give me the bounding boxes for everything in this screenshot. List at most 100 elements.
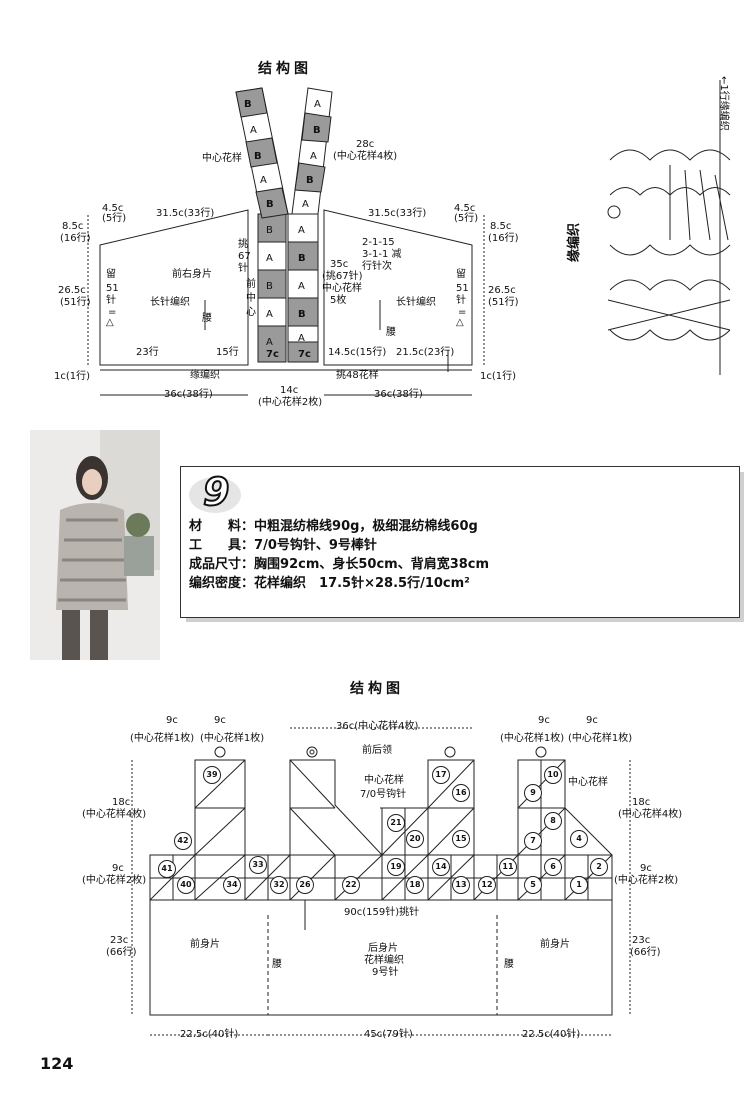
d2-left-h3-sub: (66行) bbox=[106, 947, 137, 958]
right-h1-rows: (16行) bbox=[488, 233, 519, 244]
motif-label-1: 中心花样 bbox=[202, 153, 242, 164]
left-rows-a: 23行 bbox=[136, 347, 159, 358]
motif-number: 4 bbox=[570, 830, 588, 848]
center-pick48: 挑48花样 bbox=[336, 370, 379, 381]
right-h2: 26.5c bbox=[488, 285, 516, 296]
model-photo bbox=[30, 430, 160, 660]
motif-number: 39 bbox=[203, 766, 221, 784]
left-top-w: 4.5c bbox=[102, 203, 124, 214]
d2-left-h3: 23c bbox=[110, 935, 129, 946]
strip-cell: A bbox=[260, 175, 267, 186]
center-len: 35c bbox=[330, 259, 349, 270]
right-keep: 留 bbox=[456, 269, 466, 280]
d2-left-h1-sub: (中心花样4枚) bbox=[82, 809, 147, 820]
strip-cell: B bbox=[254, 151, 262, 162]
motif-count-right-sub: (中心花样4枚) bbox=[333, 151, 398, 162]
strip-cell-bottom: 7c bbox=[298, 349, 311, 360]
strip-cell: B bbox=[306, 175, 314, 186]
motif-number: 13 bbox=[452, 876, 470, 894]
d2-bottom-center: 45c(79针) bbox=[364, 1029, 413, 1040]
left-keep: 留 bbox=[106, 269, 116, 280]
strip-cell: B bbox=[244, 99, 252, 110]
d2-top-right-a: 9c bbox=[538, 715, 550, 726]
motif-number: 11 bbox=[499, 858, 517, 876]
motif-number: 9 bbox=[524, 784, 542, 802]
right-top-w-rows: (5行) bbox=[454, 213, 479, 224]
strip-cell: B bbox=[298, 309, 306, 320]
d2-top-right-b-sub: (中心花样1枚) bbox=[568, 733, 633, 744]
d2-top-right-a-sub: (中心花样1枚) bbox=[500, 733, 565, 744]
center-pick-unit: 针 bbox=[238, 263, 248, 274]
motif-number: 41 bbox=[158, 860, 176, 878]
center-dec-1: 2-1-15 bbox=[362, 237, 395, 248]
left-knit: 长针编织 bbox=[150, 297, 190, 308]
center-pick-n: 67 bbox=[238, 251, 251, 262]
right-h1: 8.5c bbox=[490, 221, 512, 232]
strip-cell: B bbox=[313, 125, 321, 136]
motif-number: 42 bbox=[174, 832, 192, 850]
right-width: 36c(38行) bbox=[374, 389, 423, 400]
strip-cell: A bbox=[298, 281, 305, 292]
d2-back-knit: 花样编织 bbox=[364, 955, 404, 966]
spec-list: 材 料：中粗混纺棉线90g，极细混纺棉线60g 工 具：7/0号钩针、9号棒针 … bbox=[189, 517, 489, 593]
right-h2-rows: (51行) bbox=[488, 297, 519, 308]
right-top-w: 4.5c bbox=[454, 203, 476, 214]
d2-front-left: 前身片 bbox=[190, 939, 220, 950]
d2-top-left-a-sub: (中心花样1枚) bbox=[130, 733, 195, 744]
d2-front-right: 前身片 bbox=[540, 939, 570, 950]
right-shoulder: 31.5c(33行) bbox=[368, 208, 427, 219]
d2-top-left-b-sub: (中心花样1枚) bbox=[200, 733, 265, 744]
left-keep-n: 51 bbox=[106, 283, 119, 294]
strip-cell: A bbox=[302, 199, 309, 210]
diagram2-title: 结构图 bbox=[350, 681, 404, 697]
d2-top-left-a: 9c bbox=[166, 715, 178, 726]
motif-number: 1 bbox=[570, 876, 588, 894]
left-h1: 8.5c bbox=[62, 221, 84, 232]
d2-right-h1-sub: (中心花样4枚) bbox=[618, 809, 683, 820]
motif-number: 21 bbox=[387, 814, 405, 832]
motif-number: 2 bbox=[590, 858, 608, 876]
diagram1-drawing bbox=[87, 80, 731, 396]
strip-cell: A bbox=[250, 125, 257, 136]
right-keep-n: 51 bbox=[456, 283, 469, 294]
d2-motif-right: 中心花样 bbox=[568, 777, 608, 788]
spec-card: 9 材 料：中粗混纺棉线90g，极细混纺棉线60g 工 具：7/0号钩针、9号棒… bbox=[180, 466, 740, 618]
motif-number: 18 bbox=[406, 876, 424, 894]
pattern-number: 9 bbox=[202, 470, 230, 514]
right-rows-b: 21.5c(23行) bbox=[396, 347, 455, 358]
d2-hook: 7/0号钩针 bbox=[360, 789, 407, 800]
motif-number: 32 bbox=[270, 876, 288, 894]
d2-right-h3-sub: (66行) bbox=[630, 947, 661, 958]
d2-left-h1: 18c bbox=[112, 797, 131, 808]
center-front: 前 bbox=[246, 279, 256, 290]
motif-number: 15 bbox=[452, 830, 470, 848]
left-shoulder: 31.5c(33行) bbox=[156, 208, 215, 219]
center-dec-3: 行针次 bbox=[362, 261, 392, 272]
right-rows-a: 14.5c(15行) bbox=[328, 347, 387, 358]
center-len-count: 5枚 bbox=[330, 295, 347, 306]
spec-row-gauge: 编织密度：花样编织 17.5针×28.5行/10cm² bbox=[189, 576, 470, 591]
right-waist: 腰 bbox=[386, 327, 396, 338]
left-eq: = bbox=[108, 307, 117, 318]
d2-top-center: 36c(中心花样4枚) bbox=[336, 721, 419, 732]
motif-number: 19 bbox=[387, 858, 405, 876]
strip-cell: A bbox=[266, 309, 273, 320]
d2-left-h2-sub: (中心花样2枚) bbox=[82, 875, 147, 886]
motif-number: 5 bbox=[524, 876, 542, 894]
motif-number: 8 bbox=[544, 812, 562, 830]
motif-number: 40 bbox=[177, 876, 195, 894]
left-part: 前右身片 bbox=[172, 269, 212, 280]
motif-number: 26 bbox=[296, 876, 314, 894]
d2-top-left-b: 9c bbox=[214, 715, 226, 726]
strip-cell: A bbox=[266, 253, 273, 264]
motif-number: 34 bbox=[223, 876, 241, 894]
d2-right-h2-sub: (中心花样2枚) bbox=[614, 875, 679, 886]
left-hem: 1c(1行) bbox=[54, 371, 91, 382]
d2-top-right-b: 9c bbox=[586, 715, 598, 726]
left-h2-rows: (51行) bbox=[60, 297, 91, 308]
left-keep-unit: 针 bbox=[106, 295, 116, 306]
strip-cell: B bbox=[266, 199, 274, 210]
d2-left-h2: 9c bbox=[112, 863, 124, 874]
diagram1-title: 结构图 bbox=[258, 61, 312, 77]
motif-number: 22 bbox=[342, 876, 360, 894]
